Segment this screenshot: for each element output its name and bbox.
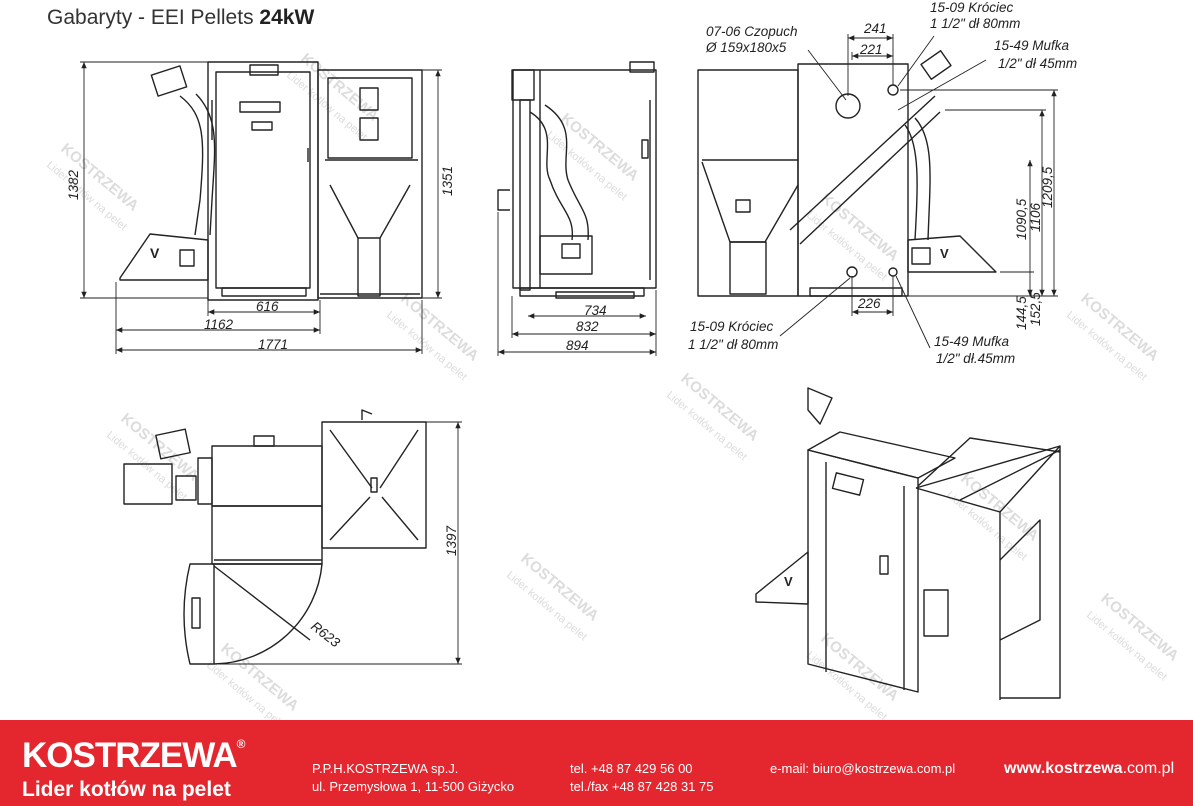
footer-fax: tel./fax +48 87 428 31 75 — [570, 779, 714, 794]
footer-logo: KOSTRZEWA® — [22, 736, 246, 775]
footer-tel: tel. +48 87 429 56 00 — [570, 761, 693, 776]
label-mufka-top: 15-49 Mufka — [994, 38, 1070, 53]
dim-rear-221: 221 — [859, 42, 883, 57]
footer-website[interactable]: www.kostrzewa.com.pl — [1004, 760, 1174, 778]
dim-side-734: 734 — [584, 303, 607, 318]
svg-text:V: V — [784, 574, 793, 589]
dim-side-894: 894 — [566, 338, 589, 353]
dim-rear-241: 241 — [863, 21, 887, 36]
footer-company-block: P.P.H.KOSTRZEWA sp.J. ul. Przemysłowa 1,… — [312, 760, 514, 796]
footer-company: P.P.H.KOSTRZEWA sp.J. — [312, 761, 459, 776]
footer-email[interactable]: e-mail: biuro@kostrzewa.com.pl — [770, 761, 956, 776]
front-view: V — [119, 61, 423, 301]
footer-brand: KOSTRZEWA — [22, 736, 238, 775]
dim-rear-1106: 1106 — [1028, 202, 1043, 232]
dim-rear-152: 152,5 — [1028, 292, 1043, 326]
dim-top-1397: 1397 — [444, 525, 459, 556]
label-mufka-bottom: 15-49 Mufka — [934, 334, 1010, 349]
dim-top-radius: R623 — [308, 619, 343, 651]
footer-address: ul. Przemysłowa 1, 11-500 Giżycko — [312, 779, 515, 794]
dim-rear-226: 226 — [857, 296, 881, 311]
title-power: 24kW — [259, 6, 315, 29]
top-view — [123, 409, 427, 665]
dim-rear-1209: 1209,5 — [1040, 166, 1055, 208]
label-mufka-top-size: 1/2" dł 45mm — [998, 56, 1077, 71]
label-krociec-top-size: 1 1/2" dł 80mm — [930, 16, 1020, 31]
footer-www-bold: www.kostrzewa — [1004, 760, 1123, 777]
dim-rear-1090: 1090,5 — [1014, 198, 1029, 240]
registered-mark: ® — [236, 737, 246, 751]
footer-phone-block: tel. +48 87 429 56 00 tel./fax +48 87 42… — [570, 760, 713, 796]
dim-front-height: 1382 — [66, 169, 81, 200]
label-krociec-bottom: 15-09 Króciec — [690, 319, 774, 334]
dim-front-1162: 1162 — [204, 317, 234, 332]
footer-slogan: Lider kotłów na pelet — [22, 778, 231, 801]
label-chimney-size: Ø 159x180x5 — [705, 40, 787, 55]
svg-text:V: V — [150, 245, 160, 261]
iso-view: V — [755, 387, 1061, 700]
dim-rear-144: 144,5 — [1014, 296, 1029, 330]
page-title: Gabaryty - EEI Pellets 24kW — [47, 6, 314, 30]
svg-text:V: V — [940, 246, 949, 261]
title-main: Gabaryty - EEI Pellets — [47, 6, 260, 29]
dim-side-832: 832 — [576, 319, 599, 334]
front-dimensions — [80, 61, 442, 354]
dim-front-hopper: 1351 — [440, 166, 455, 196]
rear-view: V — [697, 50, 997, 297]
side-view — [497, 61, 657, 299]
label-krociec-top: 15-09 Króciec — [930, 0, 1014, 15]
dim-front-1771: 1771 — [258, 337, 288, 352]
label-chimney: 07-06 Czopuch — [706, 24, 798, 39]
label-krociec-bottom-size: 1 1/2" dł 80mm — [688, 337, 778, 352]
side-dimensions — [497, 212, 657, 356]
dim-front-616: 616 — [256, 299, 279, 314]
top-dimensions — [214, 421, 462, 665]
rear-dimensions — [779, 34, 1058, 349]
label-mufka-bottom-size: 1/2" dł.45mm — [936, 351, 1015, 366]
footer-www-rest: .com.pl — [1122, 760, 1175, 777]
footer-bar: KOSTRZEWA® Lider kotłów na pelet P.P.H.K… — [0, 720, 1193, 806]
